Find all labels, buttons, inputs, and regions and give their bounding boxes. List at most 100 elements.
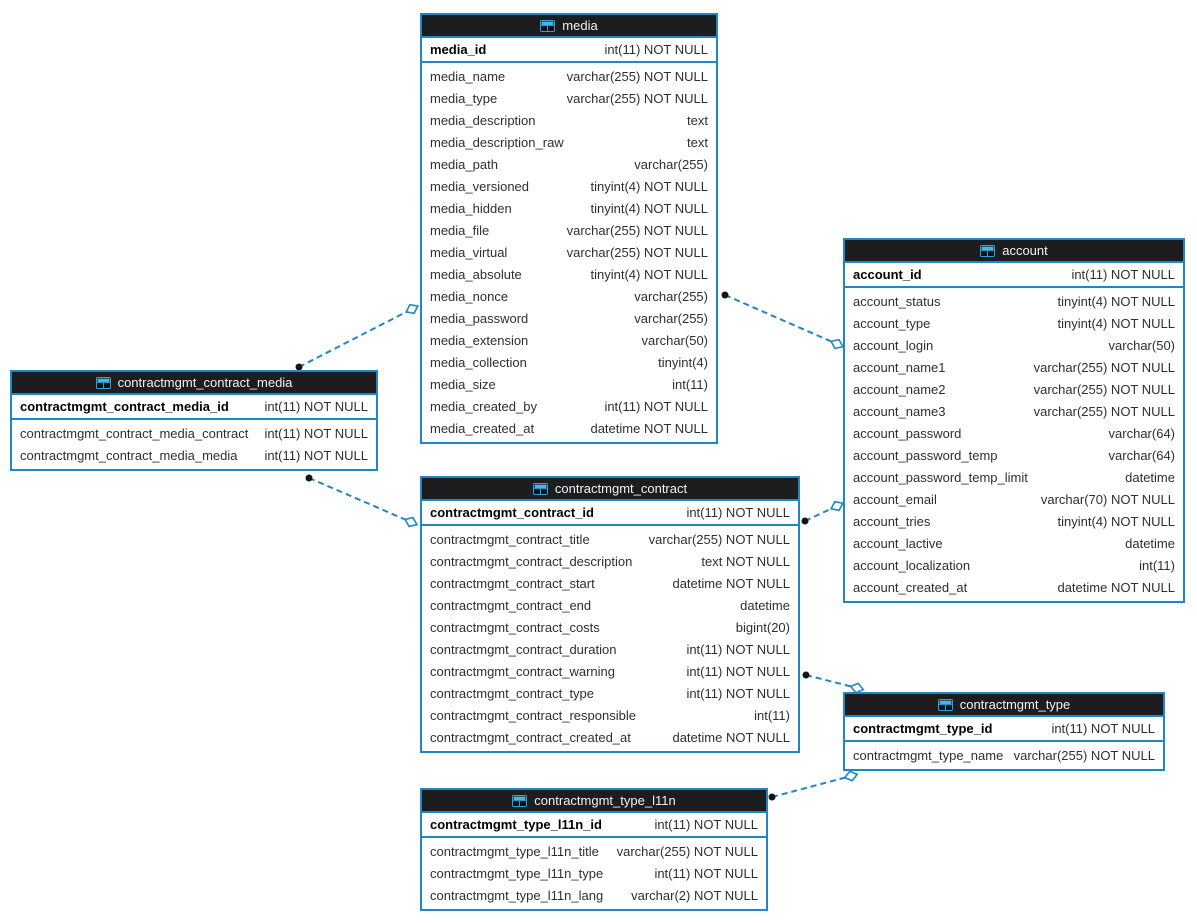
column-name: account_name1 bbox=[853, 359, 946, 375]
column-type: int(11) NOT NULL bbox=[264, 425, 368, 441]
relationship-line[interactable] bbox=[805, 674, 858, 689]
column-row: contractmgmt_contract_created_at datetime… bbox=[422, 726, 798, 748]
primary-key-type: int(11) NOT NULL bbox=[264, 399, 368, 414]
relationship-contractmgmt_contract_media-to-media[interactable] bbox=[295, 302, 420, 371]
table-header-media[interactable]: media bbox=[422, 15, 716, 38]
relationship-line[interactable] bbox=[771, 775, 852, 798]
relationship-line[interactable] bbox=[724, 294, 838, 345]
column-name: account_localization bbox=[853, 557, 971, 573]
column-name: account_type bbox=[853, 315, 931, 331]
relationship-endpoint-dot bbox=[802, 671, 810, 679]
column-name: media_extension bbox=[430, 332, 529, 348]
column-name: contractmgmt_contract_title bbox=[430, 531, 590, 547]
relationship-endpoint-dot bbox=[801, 517, 809, 525]
relationship-endpoint-diamond bbox=[403, 516, 419, 528]
column-name: media_collection bbox=[430, 354, 527, 370]
table-header-contractmgmt_contract_media[interactable]: contractmgmt_contract_media bbox=[12, 372, 376, 395]
column-name: account_created_at bbox=[853, 579, 968, 595]
column-name: contractmgmt_type_l11n_lang bbox=[430, 887, 604, 903]
relationship-endpoint-diamond bbox=[405, 303, 419, 315]
column-name: media_type bbox=[430, 90, 498, 106]
column-type: datetime NOT NULL bbox=[672, 729, 790, 745]
relationship-contractmgmt_contract-to-account[interactable] bbox=[801, 499, 845, 525]
relationship-endpoint-diamond bbox=[849, 682, 865, 694]
column-type: tinyint(4) NOT NULL bbox=[590, 266, 708, 282]
relationship-line[interactable] bbox=[804, 505, 838, 522]
column-type: int(11) bbox=[672, 376, 708, 392]
table-header-account[interactable]: account bbox=[845, 240, 1183, 263]
column-row: account_tries tinyint(4) NOT NULL bbox=[845, 510, 1183, 532]
relationship-contractmgmt_contract-to-contractmgmt_type[interactable] bbox=[802, 671, 865, 695]
column-type: varchar(255) NOT NULL bbox=[1013, 747, 1155, 763]
table-icon bbox=[937, 698, 953, 711]
column-type: int(11) NOT NULL bbox=[654, 865, 758, 881]
relationship-line[interactable] bbox=[308, 477, 412, 523]
table-node-contractmgmt_contract[interactable]: contractmgmt_contract contractmgmt_contra… bbox=[420, 476, 800, 753]
table-header-contractmgmt_contract[interactable]: contractmgmt_contract bbox=[422, 478, 798, 501]
relationship-contractmgmt_contract_media-to-contractmgmt_contract[interactable] bbox=[305, 474, 419, 529]
column-type: datetime bbox=[1125, 535, 1175, 551]
column-type: varchar(255) NOT NULL bbox=[566, 68, 708, 84]
relationship-endpoint-dot bbox=[295, 363, 303, 371]
column-name: account_tries bbox=[853, 513, 931, 529]
primary-key-name: account_id bbox=[853, 267, 922, 282]
primary-key-type: int(11) NOT NULL bbox=[604, 42, 708, 57]
relationship-endpoint-diamond bbox=[843, 770, 859, 782]
column-type: int(11) bbox=[1139, 557, 1175, 573]
table-header-contractmgmt_type[interactable]: contractmgmt_type bbox=[845, 694, 1163, 717]
column-type: tinyint(4) NOT NULL bbox=[1057, 513, 1175, 529]
column-type: varchar(255) NOT NULL bbox=[566, 222, 708, 238]
primary-key-name: media_id bbox=[430, 42, 487, 57]
relationship-contractmgmt_type_l11n-to-contractmgmt_type[interactable] bbox=[768, 770, 859, 801]
column-name: account_status bbox=[853, 293, 941, 309]
table-title: contractmgmt_contract bbox=[554, 481, 688, 496]
column-name: contractmgmt_contract_media_media bbox=[20, 447, 238, 463]
column-name: media_absolute bbox=[430, 266, 522, 282]
column-name: media_size bbox=[430, 376, 496, 392]
table-header-contractmgmt_type_l11n[interactable]: contractmgmt_type_l11n bbox=[422, 790, 766, 813]
column-type: varchar(255) bbox=[634, 310, 708, 326]
relationship-endpoint-diamond bbox=[829, 500, 845, 512]
column-name: media_path bbox=[430, 156, 498, 172]
column-type: bigint(20) bbox=[735, 619, 790, 635]
primary-key-row: account_id int(11) NOT NULL bbox=[845, 263, 1183, 288]
relationship-endpoint-diamond bbox=[829, 338, 845, 350]
column-type: varchar(255) NOT NULL bbox=[1033, 403, 1175, 419]
primary-key-type: int(11) NOT NULL bbox=[1071, 267, 1175, 282]
column-name: media_created_at bbox=[430, 420, 535, 436]
relationship-media-to-account[interactable] bbox=[721, 291, 845, 352]
column-name: contractmgmt_contract_created_at bbox=[430, 729, 631, 745]
column-name: contractmgmt_type_l11n_title bbox=[430, 843, 599, 859]
column-name: contractmgmt_contract_description bbox=[430, 553, 633, 569]
column-type: varchar(255) NOT NULL bbox=[1033, 359, 1175, 375]
relationship-line[interactable] bbox=[298, 308, 413, 368]
column-type: datetime bbox=[1125, 469, 1175, 485]
relationship-endpoint-dot bbox=[721, 291, 729, 299]
